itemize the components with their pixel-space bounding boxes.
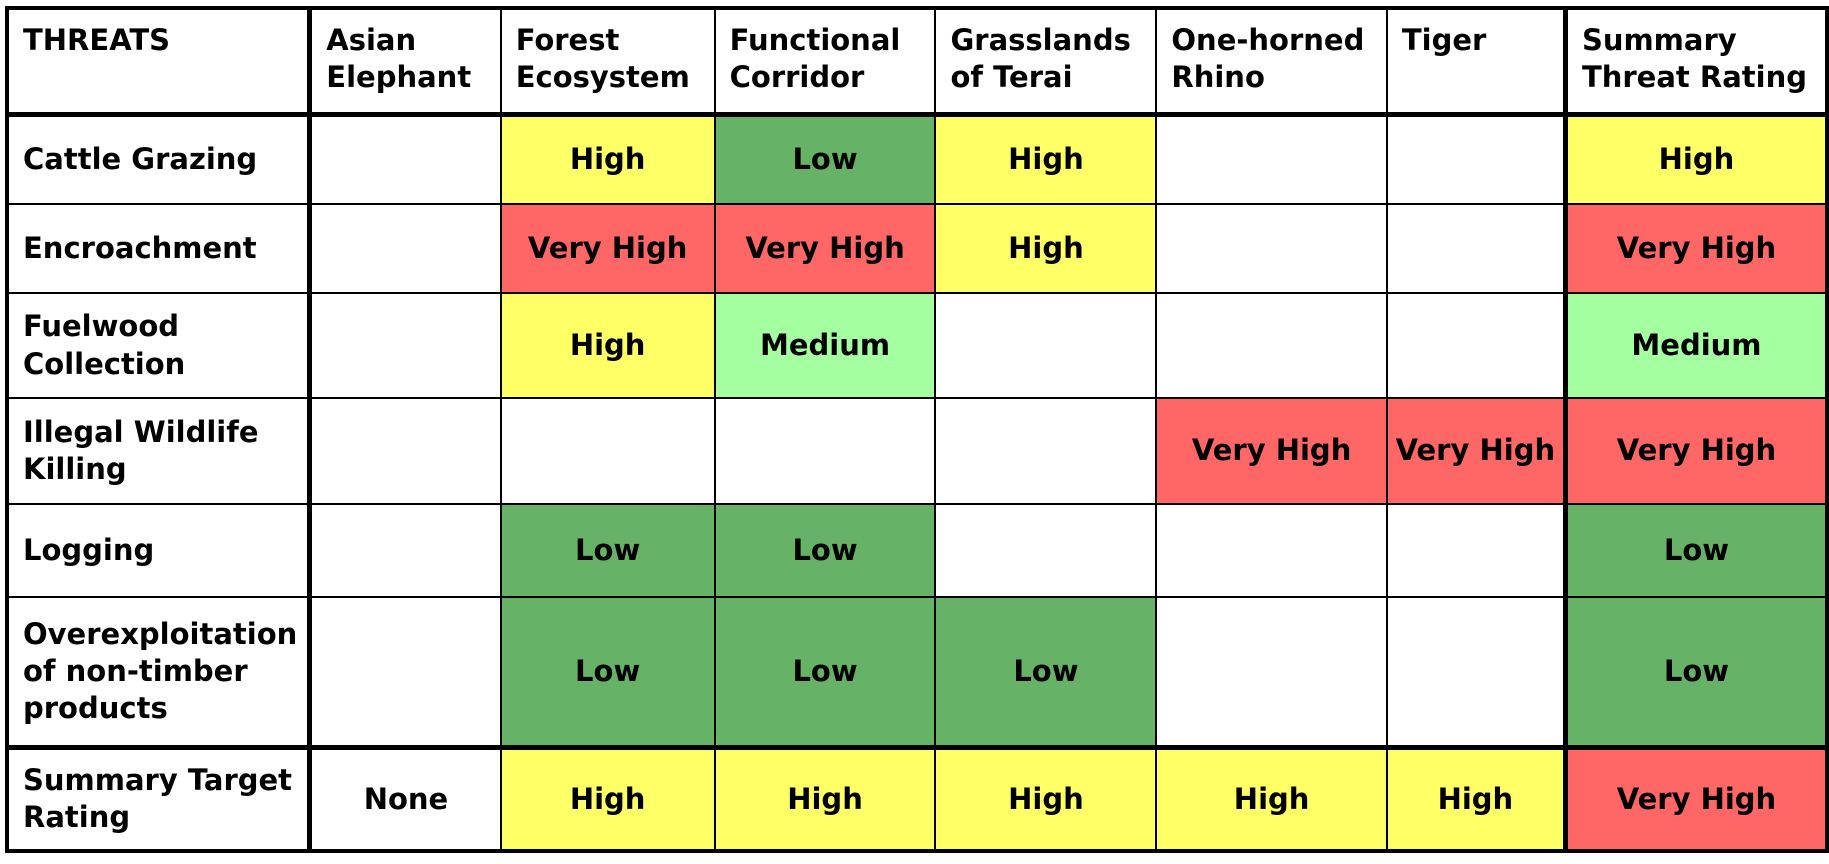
rating-cell: High: [934, 113, 1158, 205]
rating-cell: [308, 113, 502, 205]
rating-cell: High: [499, 113, 716, 205]
rating-cell: [1385, 596, 1567, 748]
rating-cell: Low: [713, 596, 937, 748]
row-header: Logging: [6, 503, 313, 598]
rating-cell: [1155, 596, 1388, 748]
rating-cell: [934, 292, 1158, 399]
rating-cell: Medium: [713, 292, 937, 399]
rating-cell: [308, 397, 502, 505]
rating-cell: Low: [713, 113, 937, 205]
column-header-forest-ecosystem: Forest Ecosystem: [499, 7, 716, 117]
rating-cell: Very High: [1562, 397, 1828, 505]
rating-cell: [1155, 203, 1388, 294]
column-header-functional-corridor: Functional Corridor: [713, 7, 937, 117]
row-header: Overexploitation of non-timber products: [6, 596, 313, 748]
rating-cell: [1385, 292, 1567, 399]
rating-cell: Low: [934, 596, 1158, 748]
rating-cell: [308, 503, 502, 598]
column-header-one-horned-rhino: One-horned Rhino: [1155, 7, 1388, 117]
rating-cell: None: [308, 744, 502, 852]
rating-cell: High: [934, 744, 1158, 852]
rating-cell: [499, 397, 716, 505]
column-header-tiger: Tiger: [1385, 7, 1567, 117]
rating-cell: High: [499, 292, 716, 399]
rating-cell: Very High: [1562, 203, 1828, 294]
rating-cell: Very High: [1562, 744, 1828, 852]
rating-cell: Low: [1562, 596, 1828, 748]
rating-cell: High: [1562, 113, 1828, 205]
rating-cell: [308, 292, 502, 399]
column-header-asian-elephant: Asian Elephant: [308, 7, 502, 117]
rating-cell: Very High: [1155, 397, 1388, 505]
rating-cell: Low: [499, 596, 716, 748]
rating-cell: [1385, 113, 1567, 205]
rating-cell: [1385, 503, 1567, 598]
rating-cell: High: [713, 744, 937, 852]
rating-cell: Low: [1562, 503, 1828, 598]
rating-cell: Medium: [1562, 292, 1828, 399]
row-header: Cattle Grazing: [6, 113, 313, 205]
row-header: Encroachment: [6, 203, 313, 294]
rating-cell: Very High: [1385, 397, 1567, 505]
rating-cell: Very High: [713, 203, 937, 294]
rating-cell: [934, 503, 1158, 598]
rating-cell: Very High: [499, 203, 716, 294]
rating-cell: [308, 203, 502, 294]
rating-cell: [1155, 292, 1388, 399]
rating-cell: High: [1385, 744, 1567, 852]
rating-cell: [1155, 503, 1388, 598]
row-header: Illegal Wildlife Killing: [6, 397, 313, 505]
row-header: Fuelwood Collection: [6, 292, 313, 399]
rating-cell: High: [934, 203, 1158, 294]
column-header-threats: THREATS: [6, 7, 313, 117]
rating-cell: [1155, 113, 1388, 205]
row-header: Summary Target Rating: [6, 744, 313, 852]
rating-cell: [713, 397, 937, 505]
rating-cell: Low: [713, 503, 937, 598]
rating-cell: [1385, 203, 1567, 294]
rating-cell: High: [1155, 744, 1388, 852]
column-header-summary-threat-rating: Summary Threat Rating: [1562, 7, 1828, 117]
rating-cell: [308, 596, 502, 748]
table-row: Overexploitation of non-timber products L…: [6, 596, 1828, 748]
column-header-grasslands-of-terai: Grasslands of Terai: [934, 7, 1158, 117]
rating-cell: High: [499, 744, 716, 852]
rating-cell: Low: [499, 503, 716, 598]
rating-cell: [934, 397, 1158, 505]
